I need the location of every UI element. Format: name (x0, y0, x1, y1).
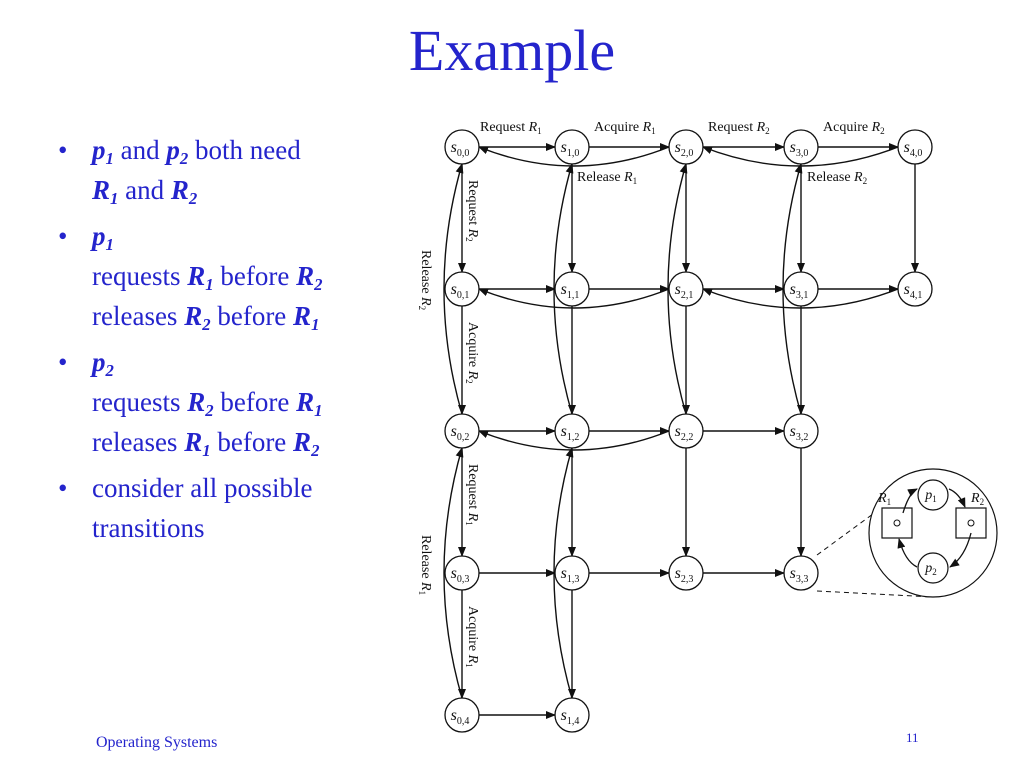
state-node-s01 (444, 271, 480, 307)
state-node-s10 (554, 129, 590, 165)
inset-connector (816, 590, 934, 598)
state-node-s03 (444, 555, 480, 591)
edge-label-rel-r1: Release R1 (577, 170, 637, 186)
variable: p2 (92, 347, 114, 381)
variable: R1 (92, 175, 119, 209)
edge-label-v-acq-r1: Acquire R1 (464, 606, 480, 668)
edge-label-acq-r2: Acquire R2 (823, 120, 885, 136)
release-edge-s32-s30 (782, 163, 803, 415)
variable: R1 (293, 301, 320, 335)
release-edge-s14-s12 (553, 447, 574, 699)
variable: R2 (293, 427, 320, 461)
variable: p1 (92, 135, 114, 169)
state-node-s32 (783, 413, 819, 449)
state-node-s12 (554, 413, 590, 449)
state-node-s30 (783, 129, 819, 165)
inset-edge-r2-p2 (949, 532, 972, 568)
state-node-s22 (668, 413, 704, 449)
variable: R2 (170, 175, 198, 209)
variable: p2 (166, 135, 189, 169)
state-node-s20 (668, 129, 704, 165)
release-edge-s41-s21 (702, 288, 899, 309)
variable: R1 (184, 427, 211, 461)
edge-label-v-rel-r1: Release R1 (417, 535, 433, 595)
page-number: 11 (906, 730, 919, 745)
edge-label-v-req-r2: Request R2 (464, 180, 480, 242)
release-edge-s21-s01 (478, 288, 670, 309)
state-node-s41 (897, 271, 933, 307)
slide-title: Example (408, 18, 616, 83)
variable: R2 (184, 301, 211, 335)
footer-label: Operating Systems (96, 734, 218, 751)
state-node-s21 (668, 271, 704, 307)
state-node-s04 (444, 697, 480, 733)
edge-label-req-r2: Request R2 (708, 120, 770, 136)
release-edge-s02-s00 (443, 163, 464, 415)
edge-label-rel-r2: Release R2 (807, 170, 868, 186)
variable: R2 (296, 261, 323, 295)
resource-unit-r1 (893, 519, 901, 527)
state-node-s23 (668, 555, 704, 591)
release-edge-s22-s20 (667, 163, 688, 415)
release-edge-s04-s02 (443, 447, 464, 699)
state-node-s14 (554, 697, 590, 733)
state-node-s31 (783, 271, 819, 307)
variable: R1 (187, 261, 214, 295)
process-p2 (917, 552, 949, 584)
inset-edge-r1-p1 (902, 488, 918, 514)
release-edge-s22-s02 (478, 430, 670, 451)
state-node-s40 (897, 129, 933, 165)
variable: R2 (187, 387, 214, 421)
release-edge-s12-s10 (553, 163, 574, 415)
state-node-s00 (444, 129, 480, 165)
variable: R1 (296, 387, 323, 421)
resource-unit-r2 (967, 519, 975, 527)
state-node-s13 (554, 555, 590, 591)
state-node-s33 (783, 555, 819, 591)
edge-label-v-req-r1: Request R1 (464, 464, 480, 526)
edge-label-req-r1: Request R1 (480, 120, 542, 136)
release-edge-s20-s00 (478, 146, 670, 167)
inset-connector (816, 510, 878, 556)
edge-label-acq-r1: Acquire R1 (594, 120, 656, 136)
process-p1 (917, 479, 949, 511)
inset-edge-p1-r2 (948, 488, 966, 508)
inset-edge-p2-r1 (897, 538, 918, 568)
state-node-s02 (444, 413, 480, 449)
edge-label-v-rel-r2: Release R2 (417, 250, 433, 311)
variable: p1 (92, 221, 114, 255)
state-node-s11 (554, 271, 590, 307)
edge-label-v-acq-r2: Acquire R2 (464, 322, 480, 384)
